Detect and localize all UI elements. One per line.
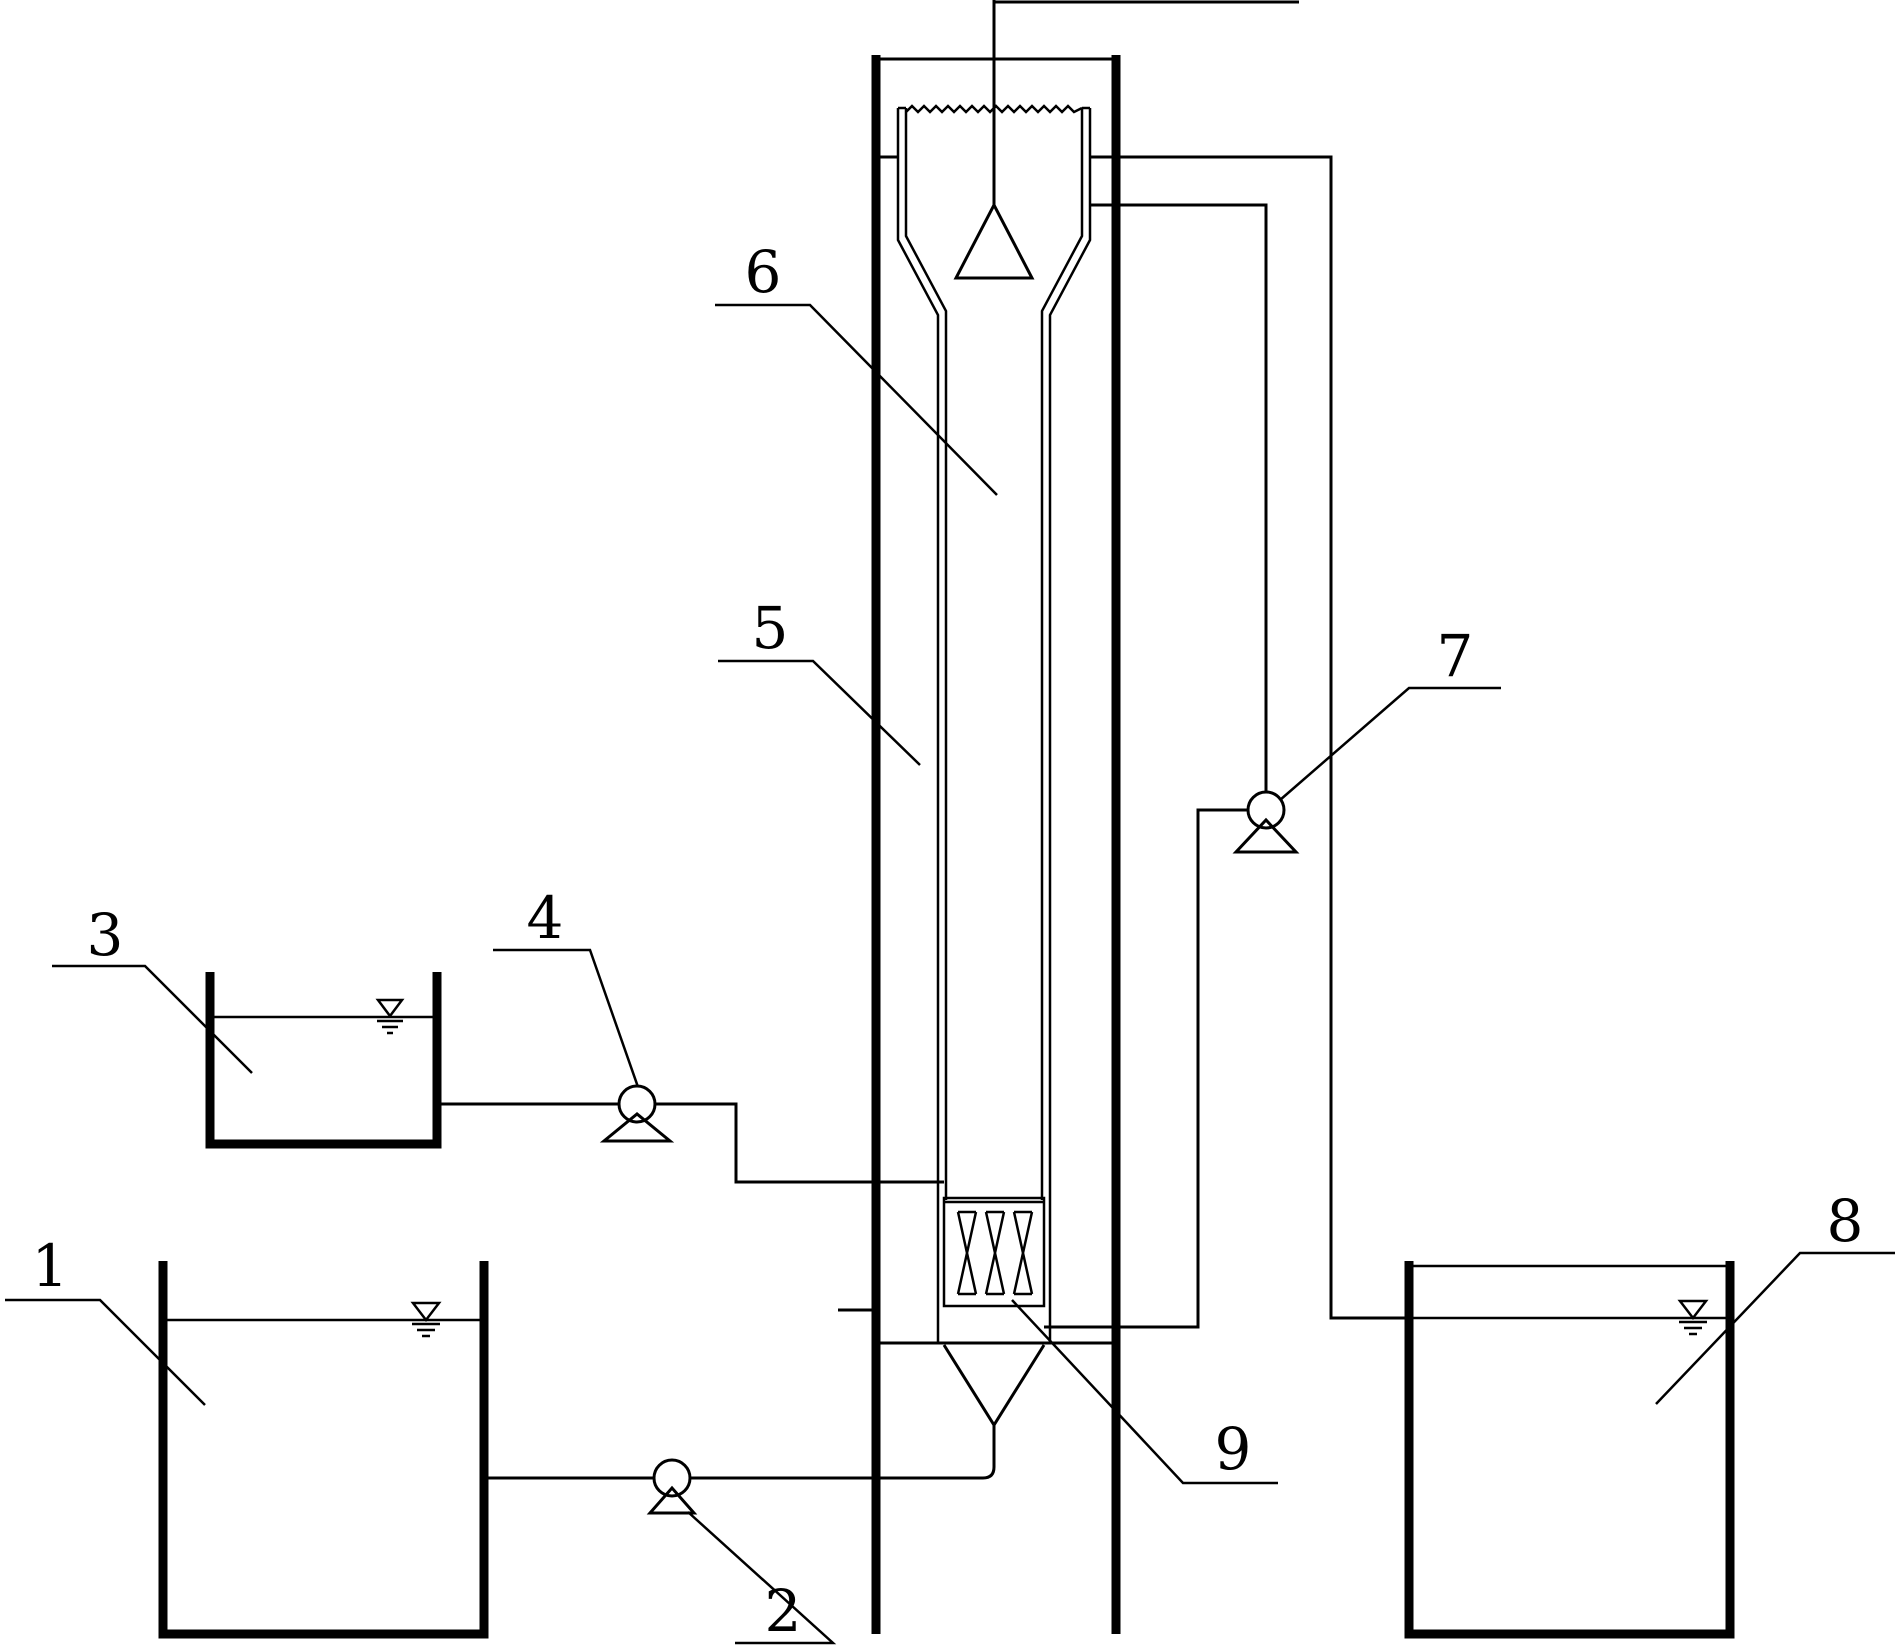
tank-3 — [205, 972, 442, 1149]
label-5: 5 — [752, 594, 789, 662]
label-4: 4 — [527, 884, 564, 952]
label-6: 6 — [745, 238, 782, 306]
label-2: 2 — [765, 1577, 802, 1645]
water-level-icon — [1677, 1299, 1709, 1336]
label-9: 9 — [1215, 1415, 1252, 1483]
inner-reactor — [896, 104, 1092, 1343]
water-level-icon — [375, 998, 405, 1035]
bottom-cone — [876, 1344, 1046, 1480]
label-1: 1 — [32, 1232, 69, 1300]
pump-7 — [1232, 790, 1300, 854]
reagent-pipe — [437, 1102, 944, 1184]
tank-1 — [158, 1261, 489, 1639]
effluent-pipe — [876, 155, 1409, 1320]
label-3: 3 — [87, 901, 124, 969]
outer-column — [838, 55, 1121, 1634]
pump-2 — [646, 1458, 698, 1515]
pump-4 — [599, 1084, 675, 1143]
leader-lines — [5, 303, 1895, 1645]
label-7: 7 — [1437, 622, 1474, 690]
packing-media — [942, 1196, 1046, 1308]
water-level-icon — [410, 1301, 442, 1338]
recirculation-pipe — [1044, 203, 1268, 1329]
tank-8 — [1404, 1261, 1735, 1639]
label-8: 8 — [1827, 1187, 1864, 1255]
gas-hood — [953, 0, 1299, 280]
